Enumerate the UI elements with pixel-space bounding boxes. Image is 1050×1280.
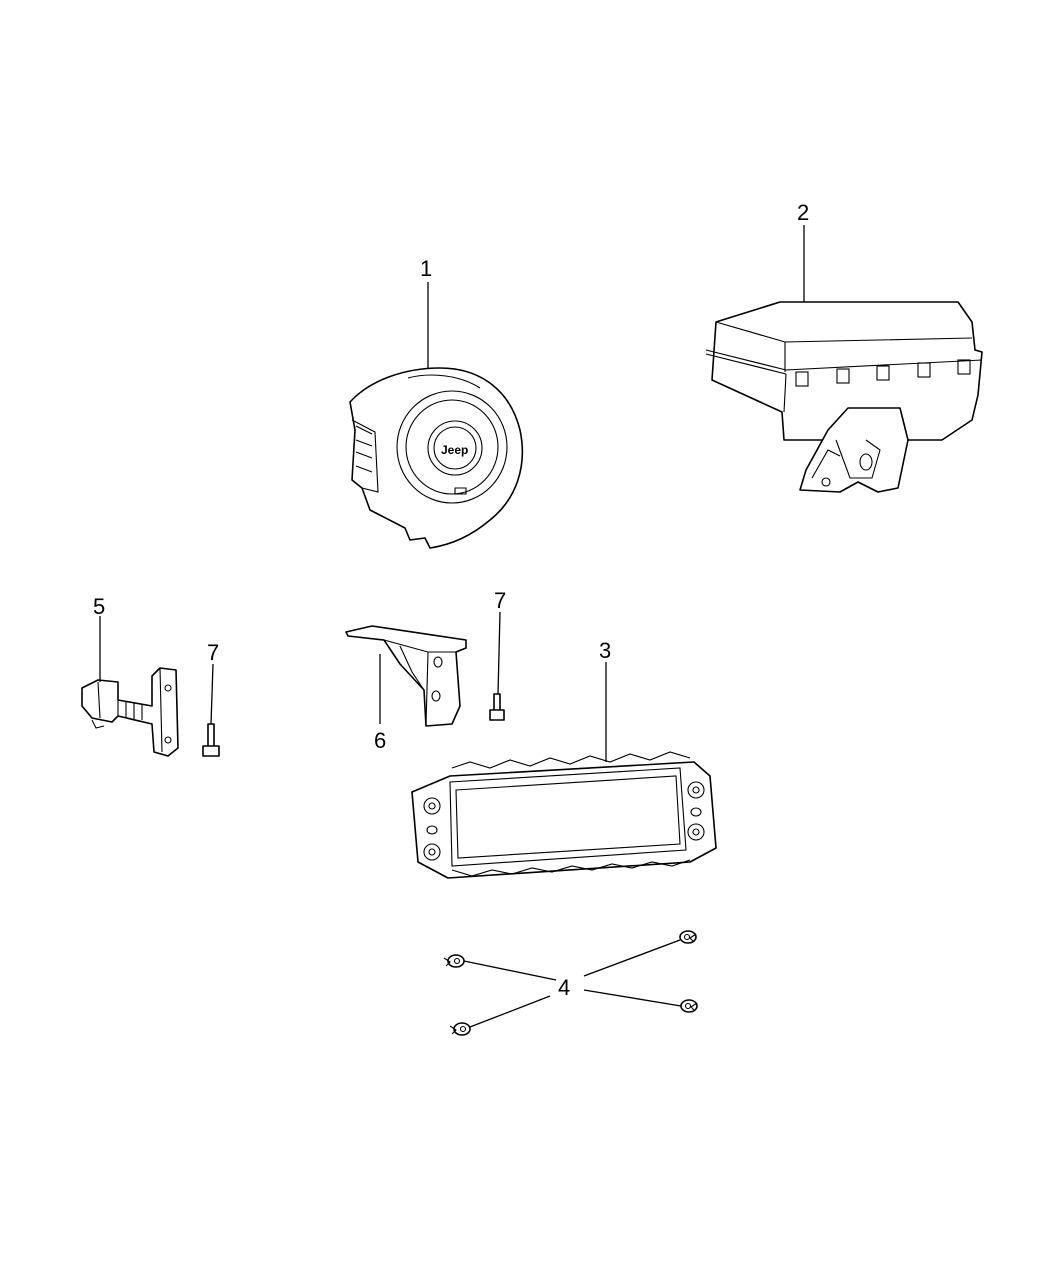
callout-3: 3	[599, 638, 611, 663]
screw-4d	[680, 999, 698, 1013]
callout-6: 6	[374, 728, 386, 753]
part-4-screws	[443, 930, 698, 1036]
part-5-bracket	[81, 667, 179, 757]
callout-7a: 7	[207, 640, 219, 665]
part-1-steering-airbag: Jeep	[349, 367, 524, 549]
knee-airbag-mounting-holes	[423, 781, 705, 861]
leader-lines	[99, 225, 805, 1028]
screw-4a	[443, 954, 465, 968]
part-2-passenger-airbag	[705, 301, 983, 493]
screw-4b	[679, 930, 697, 944]
part-7a-pin	[202, 723, 220, 757]
steering-airbag-logo: Jeep	[441, 443, 468, 457]
callout-4: 4	[558, 975, 570, 1000]
part-3-knee-airbag	[411, 751, 717, 879]
part-7b-pin	[489, 693, 505, 721]
callout-2: 2	[797, 200, 809, 225]
callout-7b: 7	[494, 588, 506, 613]
part-6-bracket	[345, 625, 467, 727]
callouts: 1 2 3 4 5 6 7 7	[93, 200, 809, 1000]
module-clips	[795, 359, 971, 387]
callout-5: 5	[93, 594, 105, 619]
screw-4c	[449, 1022, 471, 1036]
callout-1: 1	[420, 256, 432, 281]
